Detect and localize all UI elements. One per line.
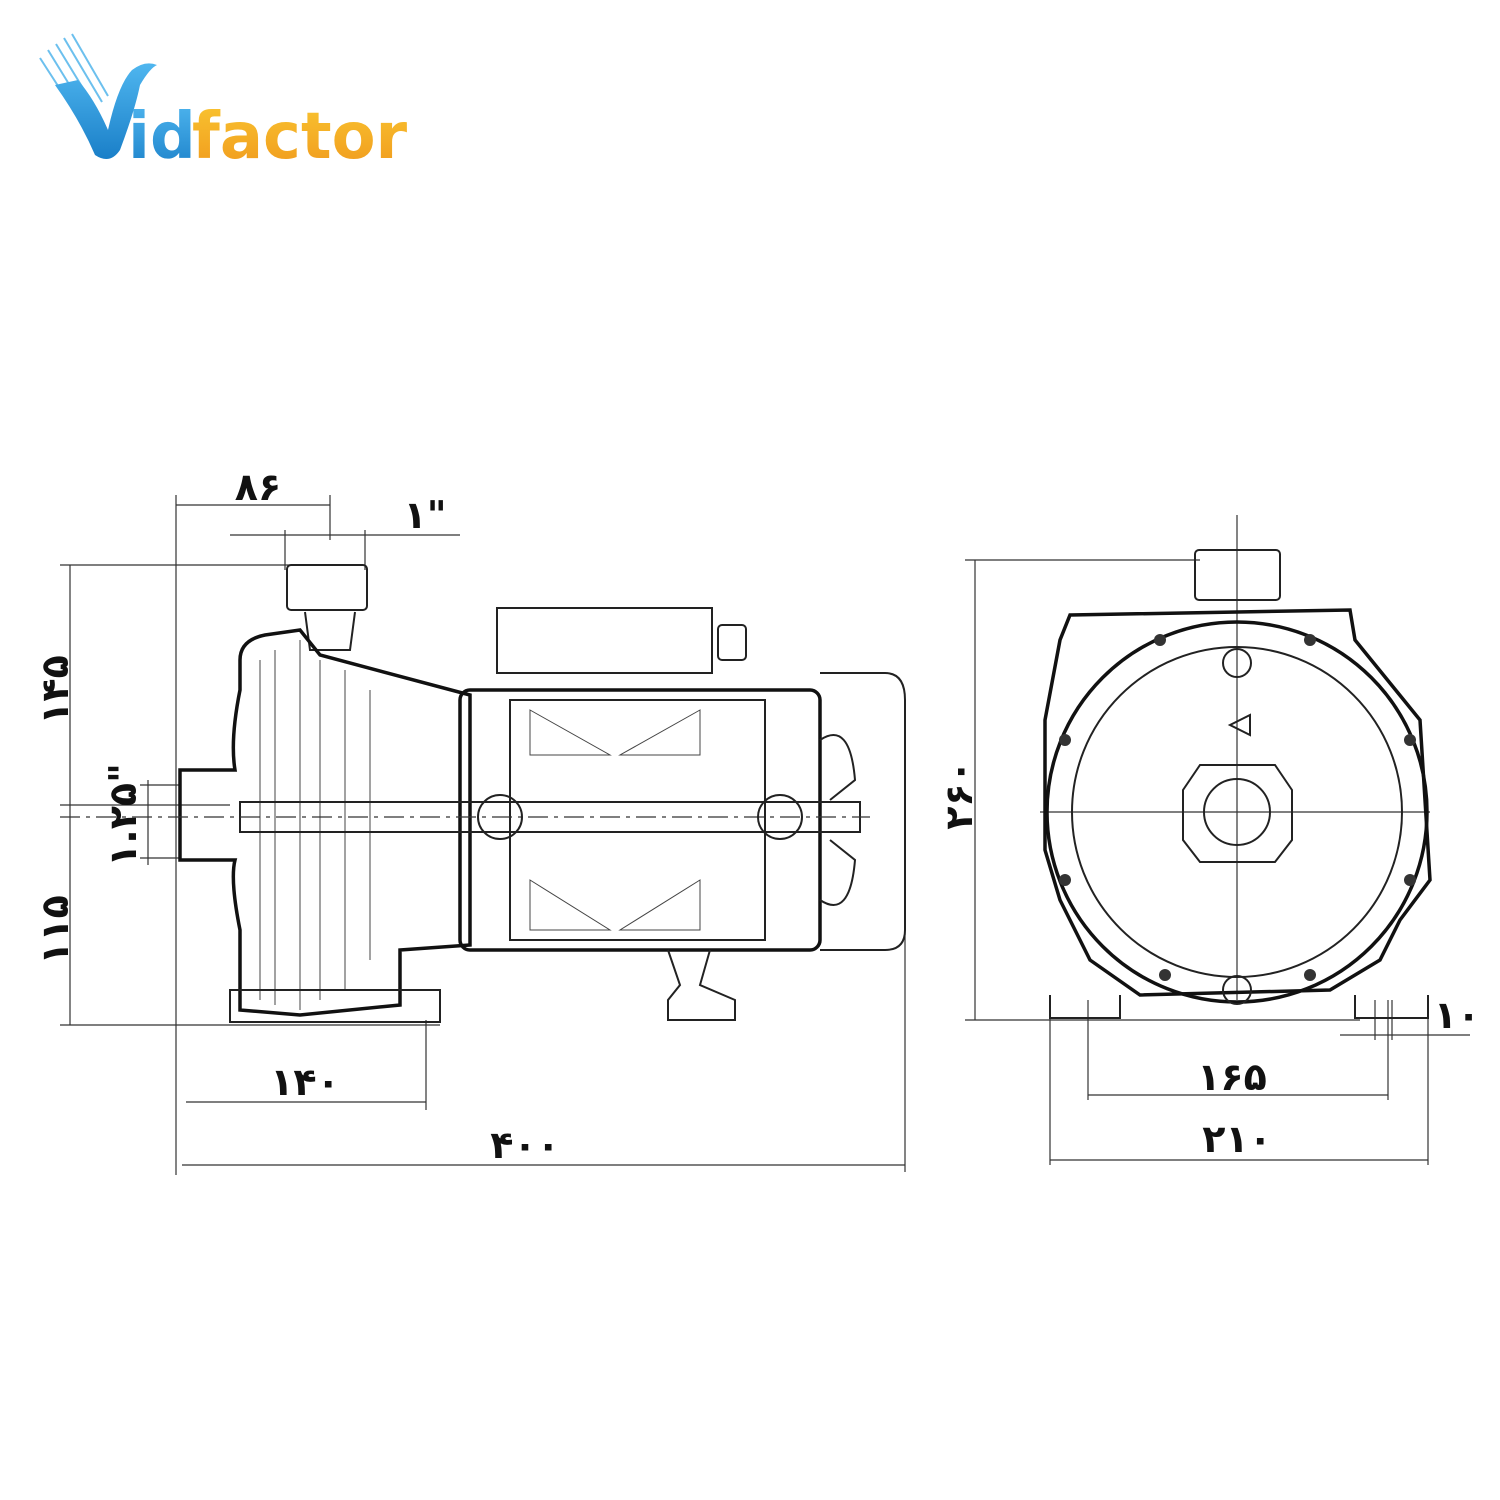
vidfactor-logo: id factor — [39, 33, 408, 174]
logo-text-blue: id — [128, 100, 196, 174]
rotation-arrow-icon — [1227, 713, 1251, 737]
pump-casing — [178, 628, 472, 1017]
cable-gland — [717, 624, 747, 661]
dim-label-height-lower: ۱۱۵ — [33, 895, 77, 965]
side-dimension-lines — [60, 495, 906, 1175]
dim-label-foot-thickness: ۱۰ — [1434, 993, 1480, 1037]
pump-side-view — [60, 495, 906, 1175]
pump-front-view — [965, 515, 1470, 1165]
front-feet — [1049, 995, 1429, 1019]
dim-label-base-length: ۱۴۰ — [270, 1060, 340, 1104]
dim-label-foot-spacing: ۱۶۵ — [1197, 1055, 1267, 1099]
logo-text-orange: factor — [192, 100, 408, 174]
dim-label-inlet-size: ۱.۲۵" — [101, 763, 145, 867]
bearing-front — [477, 794, 523, 840]
dim-label-total-width: ۲۱۰ — [1202, 1117, 1272, 1161]
dim-label-outlet-offset: ۸۶ — [235, 465, 281, 509]
front-housing — [1043, 608, 1432, 997]
dim-label-total-height: ۲۶۰ — [937, 760, 981, 830]
housing-bolts — [1059, 634, 1416, 981]
inlet-bore — [1203, 778, 1271, 846]
bolt-top — [1222, 648, 1252, 678]
bearing-rear — [757, 794, 803, 840]
outlet-fitting — [286, 564, 368, 611]
stator-windings — [529, 709, 701, 931]
stator — [509, 699, 766, 941]
front-dimension-lines — [965, 515, 1470, 1165]
terminal-box — [496, 607, 713, 674]
shaft — [239, 801, 861, 833]
inlet-hex — [1182, 764, 1293, 863]
logo-bird-v — [55, 63, 157, 160]
dim-label-total-length: ۴۰۰ — [490, 1123, 560, 1167]
bolt-bottom — [1222, 975, 1252, 1005]
front-flange-outer — [1045, 620, 1429, 1004]
pump-base — [229, 989, 441, 1023]
front-outlet — [1194, 549, 1281, 601]
casing-hatching — [259, 640, 371, 1010]
motor-body — [458, 688, 822, 952]
dim-label-height-upper: ۱۴۵ — [33, 655, 77, 725]
fan-blades — [819, 734, 857, 906]
dim-label-outlet-size: ۱" — [404, 493, 447, 537]
fan-cover — [820, 672, 906, 951]
motor-foot — [667, 949, 736, 1021]
